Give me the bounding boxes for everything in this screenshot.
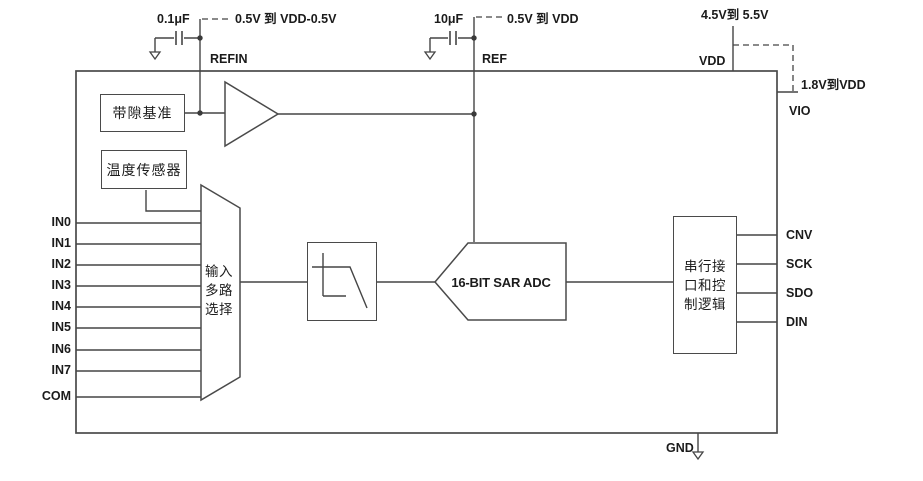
bandgap-block: 带隙基准 [100,94,185,132]
pin-label-in6: IN6 [51,342,71,356]
pin-label-gnd: GND [666,441,694,455]
pin-label-din: DIN [786,315,808,329]
refin-cap-value: 0.1μF [157,12,190,26]
ref-ground-icon [423,51,437,61]
refin-capacitor-wire [154,37,200,52]
refin-range-label: 0.5V 到 VDD-0.5V [235,12,337,26]
pin-label-in4: IN4 [51,299,71,313]
pin-label-in7: IN7 [51,363,71,377]
temp-sensor-block: 温度传感器 [101,150,187,189]
temp-sensor-label: 温度传感器 [106,161,182,178]
pin-label-com: COM [41,389,71,403]
pin-label-in2: IN2 [51,257,71,271]
input-channel-wires [76,222,201,398]
pin-label-cnv: CNV [786,228,813,242]
vdd-to-vio-dash [733,44,794,92]
lowpass-filter-icon [312,253,368,309]
bandgap-label: 带隙基准 [112,105,173,121]
adc-block-shape [434,242,567,321]
chip-outline [75,70,778,434]
serial-interface-block: 串行接口和控制逻辑 [673,216,737,354]
pin-label-refin: REFIN [210,52,248,66]
pin-label-in1: IN1 [51,236,71,250]
mux-label: 输入多路选择 [205,264,233,317]
refin-capacitor-icon [175,31,183,45]
pin-label-in0: IN0 [51,215,71,229]
filter-block [307,242,377,321]
pin-label-sdo: SDO [786,286,814,300]
junction-dot [197,110,203,116]
adc-label: 16-BIT SAR ADC [451,275,551,290]
pin-label-vdd: VDD [699,54,726,68]
refin-ground-icon [148,51,162,61]
gnd-ground-icon [691,451,705,461]
pin-label-sck: SCK [786,257,813,271]
junction-dot [197,35,203,41]
temp-sensor-to-mux-wire [145,190,201,212]
pin-label-in5: IN5 [51,320,71,334]
pin-label-vio: VIO [789,104,811,118]
vdd-range-label: 4.5V到 5.5V [701,8,769,22]
ref-capacitor-icon [449,31,457,45]
vio-range-label: 1.8V到VDD [801,78,866,92]
pin-label-in3: IN3 [51,278,71,292]
ref-capacitor-wire [429,37,474,52]
serial-interface-label: 串行接口和控制逻辑 [684,258,726,312]
mux-block-shape [200,183,241,402]
reference-buffer-amp-icon [224,80,280,148]
serial-pin-wires [737,234,777,323]
ref-cap-value: 10μF [434,12,464,26]
ref-range-label: 0.5V 到 VDD [507,12,579,26]
junction-dot [471,111,477,117]
junction-dot [471,35,477,41]
pin-label-ref: REF [482,52,507,66]
